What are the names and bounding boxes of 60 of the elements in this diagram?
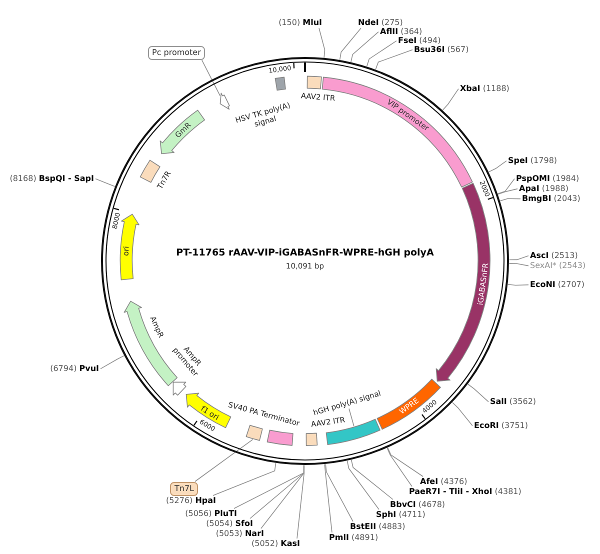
leader-line <box>498 188 518 195</box>
restriction-site-label: (5276) HpaI <box>166 496 216 506</box>
leader-line <box>375 49 413 70</box>
restriction-site-label: PmlI (4891) <box>329 533 378 543</box>
leader-line <box>387 447 424 477</box>
leader-line <box>318 28 326 58</box>
restriction-site-label: AflII (364) <box>380 27 422 37</box>
plasmid-name: PT-11765 rAAV-VIP-iGABASnFR-WPRE-hGH polyA <box>176 247 434 259</box>
restriction-site-label: Bsu36I (567) <box>414 45 469 55</box>
restriction-site-label: (150) MluI <box>278 18 322 28</box>
restriction-site-label: SphI (4711) <box>376 510 426 520</box>
restriction-site-label: EcoNI (2707) <box>530 280 585 290</box>
leader-line <box>500 198 521 202</box>
leader-line <box>350 459 394 500</box>
restriction-site-label: SexAI* (2543) <box>530 261 586 271</box>
restriction-site-label: (5056) PluTI <box>185 509 237 519</box>
leader-line <box>508 255 529 260</box>
leader-line <box>212 462 276 496</box>
leader-line <box>497 178 515 194</box>
leader-line <box>324 464 332 533</box>
restriction-site-label: ApaI (1988) <box>519 184 568 194</box>
leader-line <box>194 439 254 482</box>
leader-line <box>452 402 473 426</box>
restriction-site-label: BstEII (4883) <box>350 522 406 532</box>
leader-line <box>348 408 354 426</box>
leader-line <box>95 178 116 187</box>
leader-line <box>250 464 304 519</box>
restriction-site-label: BbvCI (4678) <box>390 500 446 510</box>
restriction-site-label: BmgBI (2043) <box>522 194 580 204</box>
restriction-site-label: (8168) BspQI - SapI <box>10 174 94 184</box>
leader-line <box>325 464 354 522</box>
restriction-site-label: (5054) SfoI <box>206 519 253 529</box>
leader-line <box>488 160 507 172</box>
restriction-site-label: EcoRI (3751) <box>474 421 528 431</box>
restriction-site-label: AfeI (4376) <box>420 477 468 487</box>
restriction-site-label: FseI (494) <box>398 36 441 46</box>
restriction-site-label: PaeR7I - TliI - XhoI (4381) <box>409 487 522 497</box>
restriction-site-label: XbaI (1188) <box>460 84 510 94</box>
leader-line <box>508 263 529 266</box>
feature-callout: Pc promoter <box>148 46 205 60</box>
restriction-site-label: SalI (3562) <box>490 397 536 407</box>
leader-line <box>366 40 397 67</box>
restriction-site-label: AscI (2513) <box>530 251 578 261</box>
restriction-site-label: (6794) PvuI <box>50 364 99 374</box>
leader-line <box>386 448 412 487</box>
leader-line <box>234 464 304 509</box>
restriction-site-label: PspOMI (1984) <box>516 174 580 184</box>
leader-line <box>201 60 220 96</box>
restriction-site-label: NdeI (275) <box>358 18 403 28</box>
leader-line <box>100 355 124 370</box>
restriction-site-label: (5053) NarI <box>216 529 264 539</box>
leader-line <box>346 460 380 510</box>
restriction-site-label: (5052) KasI <box>252 539 300 549</box>
restriction-site-label: SpeI (1798) <box>508 156 558 166</box>
leader-line <box>442 88 459 111</box>
leader-line <box>468 384 489 402</box>
feature-callout: Tn7L <box>170 482 198 496</box>
leader-line <box>350 31 379 62</box>
leader-line <box>339 28 362 60</box>
leader-line <box>507 284 529 286</box>
